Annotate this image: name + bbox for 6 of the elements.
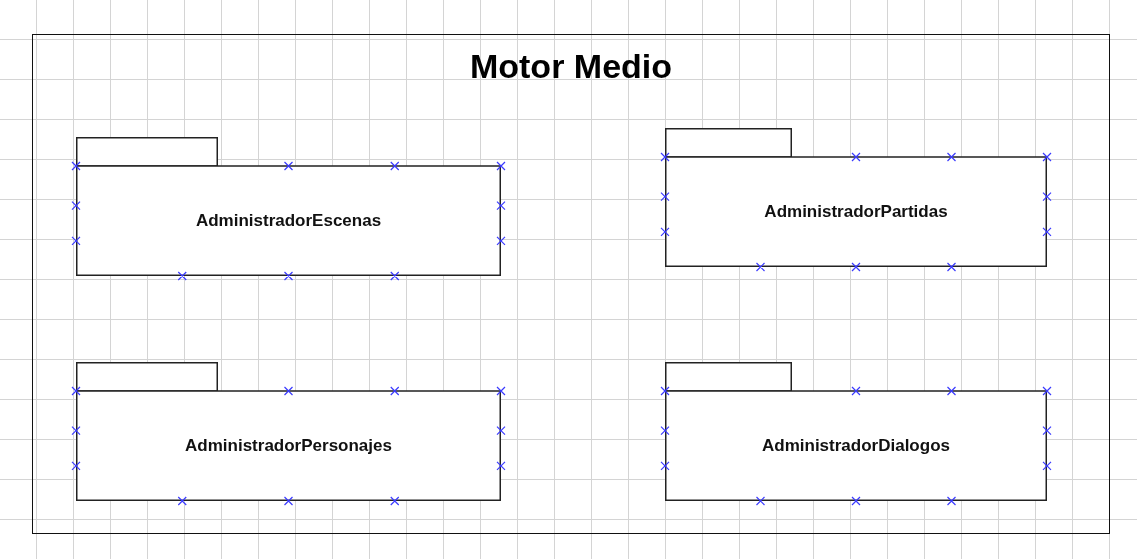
system-frame [32, 34, 1110, 534]
package-name: AdministradorPartidas [763, 201, 949, 222]
package-name: AdministradorDialogos [761, 435, 951, 456]
package-name: AdministradorPersonajes [184, 435, 393, 456]
frame-title: Motor Medio [468, 47, 674, 86]
package-name: AdministradorEscenas [194, 210, 383, 231]
